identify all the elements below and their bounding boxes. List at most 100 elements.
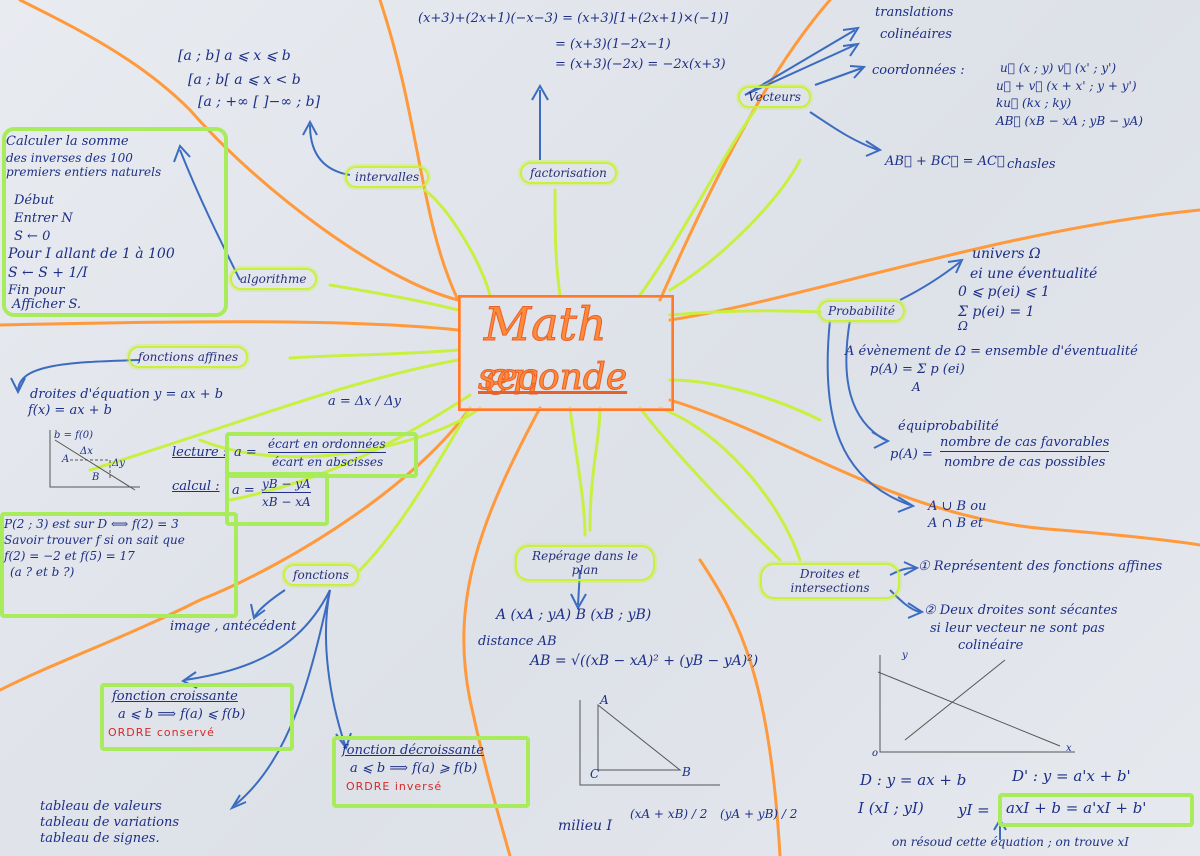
proba-evenement: A évènement de Ω = ensemble d'éventualit…	[845, 344, 1138, 359]
algo-pour: Pour I allant de 1 à 100	[8, 246, 175, 262]
green-branches	[88, 108, 822, 572]
node-droites: Droites et intersections	[760, 563, 900, 599]
triangle-label-B: B	[682, 765, 691, 779]
fonctions-tab1: tableau de valeurs	[40, 799, 162, 814]
graph-label-A: A	[62, 454, 70, 465]
algo-line3: premiers entiers naturels	[6, 165, 162, 179]
intervalle-line1: [a ; b] a ⩽ x ⩽ b	[178, 48, 291, 64]
calcul-box	[225, 472, 329, 526]
reperage-points: A (xA ; yA) B (xB ; yB)	[496, 607, 652, 623]
affines-lecture-num: écart en ordonnées	[268, 437, 386, 453]
proba-union: A ∪ B ou	[928, 499, 987, 514]
droites-r1: ① Représentent des fonctions affines	[918, 559, 1163, 574]
node-intervalles: intervalles	[345, 166, 430, 188]
vecteurs-coord-l4: AB⃗ (xB − xA ; yB − yA)	[996, 114, 1143, 128]
graph-label-B: B	[92, 472, 100, 483]
central-title-line1: Math en	[484, 297, 608, 406]
affines-calcul: calcul :	[172, 479, 220, 494]
fonctions-croissante-ordre: ORDRE conservé	[108, 726, 215, 739]
blue-arrows	[10, 26, 1007, 840]
droites-r2-l3: colinéaire	[958, 638, 1024, 653]
proba-omega: Ω	[958, 319, 968, 333]
proba-inter: A ∩ B et	[928, 516, 984, 531]
triangle-label-C: C	[590, 767, 600, 781]
algo-entrer: Entrer N	[14, 211, 73, 226]
droites-resolve: on résoud cette équation ; on trouve xI	[892, 835, 1130, 849]
triangle-label-A: A	[600, 693, 609, 707]
droites-r2-l1: ② Deux droites sont sécantes	[924, 603, 1118, 618]
algo-sinc: S ← S + 1/I	[8, 265, 88, 281]
algo-line2: des inverses des 100	[6, 151, 133, 165]
affines-p-l2: Savoir trouver f si on sait que	[4, 533, 185, 547]
proba-borne: 0 ⩽ p(ei) ⩽ 1	[958, 284, 1050, 300]
intersection-axis-x: x	[1066, 743, 1072, 754]
fonctions-tab3: tableau de signes.	[40, 831, 160, 846]
vecteurs-chasles: chasles	[1007, 157, 1056, 172]
algorithme-box	[2, 127, 228, 317]
decroissante-box	[332, 736, 530, 808]
proba-pa-sub: A	[912, 380, 921, 394]
factorisation-line1: (x+3)+(2x+1)(−x−3) = (x+3)[1+(2x+1)×(−1)…	[418, 11, 729, 26]
droites-yI-eq: axI + b = a'xI + b'	[1006, 799, 1147, 817]
node-vecteurs: Vecteurs	[738, 86, 811, 108]
intervalle-line2: [a ; b[ a ⩽ x < b	[188, 72, 301, 88]
reperage-ab: AB = √((xB − xA)² + (yB − yA)²)	[530, 653, 759, 669]
yI-box	[998, 793, 1194, 827]
intersection-graph	[877, 655, 1075, 753]
croissante-box	[100, 683, 294, 751]
droites-eqD2: D' : y = a'x + b'	[1012, 767, 1131, 785]
affines-droites: droites d'équation y = ax + b	[30, 387, 224, 402]
vecteurs-coord-label: coordonnées :	[872, 63, 965, 78]
graph-label-b: b = f(0)	[54, 430, 94, 441]
fonctions-tab2: tableau de variations	[40, 815, 180, 830]
vecteurs-chasles-eq: AB⃗ + BC⃗ = AC⃗	[885, 154, 1005, 169]
proba-somme: Σ p(ei) = 1	[958, 304, 1035, 320]
algo-fin: Fin pour	[8, 283, 65, 298]
proba-ei: ei une éventualité	[970, 266, 1098, 282]
p-box	[0, 512, 238, 618]
algo-line1: Calculer la somme	[6, 134, 129, 149]
proba-pa2: p(A) =	[890, 447, 933, 462]
fonctions-image: image , antécédent	[170, 619, 297, 634]
affines-fx: f(x) = ax + b	[28, 403, 113, 418]
vecteurs-coord-l1: u⃗ (x ; y) v⃗ (x' ; y')	[1000, 61, 1117, 75]
affines-a-delta: a = Δx / Δy	[328, 394, 402, 409]
droites-I: I (xI ; yI)	[858, 799, 924, 817]
vecteurs-translations: translations	[875, 5, 954, 20]
affines-calcul-den: xB − xA	[262, 495, 311, 509]
node-fonctions: fonctions	[283, 564, 359, 586]
reperage-distance: distance AB	[478, 634, 557, 649]
reperage-milieu: milieu I	[558, 818, 612, 834]
proba-den: nombre de cas possibles	[944, 455, 1106, 470]
affines-p-l3: f(2) = −2 et f(5) = 17	[4, 549, 135, 563]
algo-s0: S ← 0	[14, 229, 51, 244]
fonctions-croissante-eq: a ⩽ b ⟹ f(a) ⩽ f(b)	[118, 707, 246, 722]
fonctions-decroissante: fonction décroissante	[342, 743, 484, 758]
fonctions-decroissante-eq: a ⩽ b ⟹ f(a) ⩾ f(b)	[350, 761, 478, 776]
affines-lecture-den: écart en abscisses	[272, 455, 384, 469]
lecture-box	[225, 432, 418, 478]
node-factorisation: factorisation	[520, 162, 617, 184]
affines-lecture: lecture :	[172, 445, 228, 460]
proba-num: nombre de cas favorables	[940, 435, 1110, 452]
factorisation-line2: = (x+3)(1−2x−1)	[555, 37, 671, 52]
algo-debut: Début	[14, 193, 55, 208]
proba-pa: p(A) = Σ p (ei)	[870, 362, 965, 377]
vecteurs-coord-l3: ku⃗ (kx ; ky)	[996, 96, 1072, 110]
vecteurs-coord-l2: u⃗ + v⃗ (x + x' ; y + y')	[996, 79, 1137, 93]
node-fonctions-affines: fonctions affines	[128, 346, 249, 368]
central-title-box: Math en seconde	[458, 295, 674, 411]
affine-graph	[49, 430, 140, 491]
affines-p-l1: P(2 ; 3) est sur D ⟺ f(2) = 3	[4, 517, 179, 531]
node-algorithme: algorithme	[230, 268, 317, 290]
graph-label-dy: Δy	[112, 458, 125, 469]
algo-afficher: Afficher S.	[12, 297, 82, 312]
graph-label-dx: Δx	[80, 446, 93, 457]
factorisation-line3: = (x+3)(−2x) = −2x(x+3)	[555, 57, 726, 72]
droites-eqD: D : y = ax + b	[860, 771, 967, 789]
reperage-milieu-y: (yA + yB) / 2	[720, 807, 798, 821]
affines-p-l4: (a ? et b ?)	[10, 565, 75, 579]
